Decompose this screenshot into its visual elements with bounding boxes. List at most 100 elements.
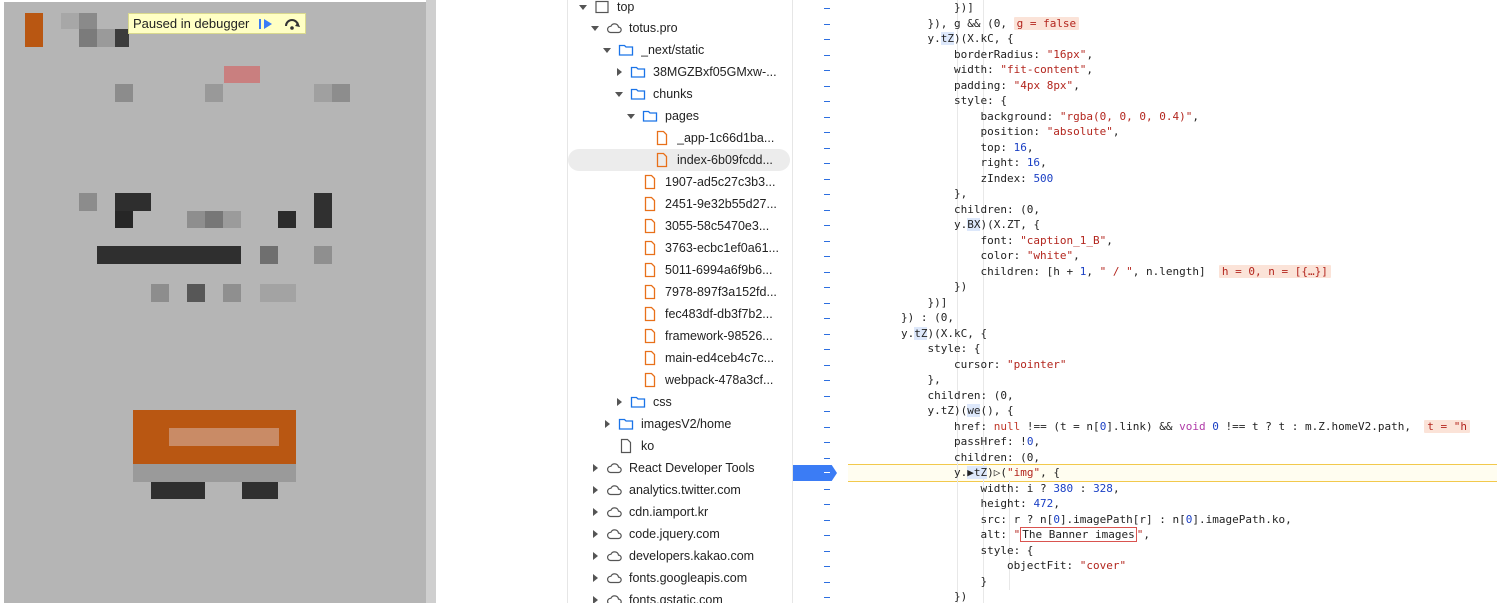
tree-item-fonts-gstatic-com[interactable]: fonts.gstatic.com — [568, 589, 792, 603]
chevron-down-icon[interactable] — [626, 111, 636, 121]
code-line[interactable]: objectFit: "cover" — [848, 558, 1497, 574]
code-line[interactable]: y.BX)(X.ZT, { — [848, 217, 1497, 233]
chevron-down-icon[interactable] — [590, 23, 600, 33]
tree-item-analytics-twitter-com[interactable]: analytics.twitter.com — [568, 479, 792, 501]
code-line[interactable]: }), g && (0, g = false — [848, 16, 1497, 32]
code-line[interactable]: height: 472, — [848, 496, 1497, 512]
line-marker[interactable] — [824, 582, 830, 583]
code-line[interactable]: passHref: !0, — [848, 434, 1497, 450]
code-line[interactable]: }) — [848, 279, 1497, 295]
code-line[interactable]: style: { — [848, 543, 1497, 559]
code-line[interactable]: y.tZ)(we(), { — [848, 403, 1497, 419]
breakpoint-marker[interactable] — [793, 465, 837, 481]
chevron-right-icon[interactable] — [614, 67, 624, 77]
line-marker[interactable] — [824, 442, 830, 443]
line-marker[interactable] — [824, 318, 830, 319]
line-marker[interactable] — [824, 55, 830, 56]
line-marker[interactable] — [824, 334, 830, 335]
line-marker[interactable] — [824, 132, 830, 133]
code-line[interactable]: color: "white", — [848, 248, 1497, 264]
code-line[interactable]: y.tZ)(X.kC, { — [848, 31, 1497, 47]
code-line[interactable]: top: 16, — [848, 140, 1497, 156]
line-marker[interactable] — [824, 597, 830, 598]
resume-icon[interactable] — [257, 16, 275, 32]
line-marker[interactable] — [824, 163, 830, 164]
tree-item-index-6b09fcdd[interactable]: index-6b09fcdd... — [568, 149, 790, 171]
tree-item-totus-pro[interactable]: totus.pro — [568, 17, 792, 39]
tree-item-ko[interactable]: ko — [568, 435, 792, 457]
tree-item-top[interactable]: top — [568, 0, 792, 18]
code-line[interactable]: zIndex: 500 — [848, 171, 1497, 187]
code-line[interactable]: y.tZ)(X.kC, { — [848, 326, 1497, 342]
line-marker[interactable] — [824, 396, 830, 397]
tree-item-7978-897f3a152fd[interactable]: 7978-897f3a152fd... — [568, 281, 792, 303]
tree-item-main-ed4ceb4c7c[interactable]: main-ed4ceb4c7c... — [568, 347, 792, 369]
line-marker[interactable] — [824, 194, 830, 195]
chevron-right-icon[interactable] — [590, 551, 600, 561]
line-marker[interactable] — [824, 303, 830, 304]
code-line[interactable]: href: null !== (t = n[0].link) && void 0… — [848, 419, 1497, 435]
tree-item-app-1c66d1ba[interactable]: _app-1c66d1ba... — [568, 127, 792, 149]
tree-item-css[interactable]: css — [568, 391, 792, 413]
chevron-down-icon[interactable] — [578, 2, 588, 12]
chevron-down-icon[interactable] — [602, 45, 612, 55]
code-line[interactable]: src: r ? n[0].imagePath[r] : n[0].imageP… — [848, 512, 1497, 528]
line-marker[interactable] — [824, 458, 830, 459]
code-line[interactable]: right: 16, — [848, 155, 1497, 171]
code-line[interactable]: alt: "The Banner images", — [848, 527, 1497, 543]
code-line[interactable]: })] — [848, 0, 1497, 16]
line-marker[interactable] — [824, 427, 830, 428]
code-line[interactable]: } — [848, 574, 1497, 590]
code-line[interactable]: cursor: "pointer" — [848, 357, 1497, 373]
line-marker[interactable] — [824, 566, 830, 567]
code-line[interactable]: }, — [848, 186, 1497, 202]
tree-item-5011-6994a6f9b6[interactable]: 5011-6994a6f9b6... — [568, 259, 792, 281]
tree-item-3055-58c5470e3[interactable]: 3055-58c5470e3... — [568, 215, 792, 237]
line-marker[interactable] — [824, 520, 830, 521]
code-line[interactable]: }, — [848, 372, 1497, 388]
chevron-right-icon[interactable] — [602, 419, 612, 429]
line-marker[interactable] — [824, 241, 830, 242]
code-line[interactable]: font: "caption_1_B", — [848, 233, 1497, 249]
code-line[interactable]: position: "absolute", — [848, 124, 1497, 140]
chevron-right-icon[interactable] — [590, 529, 600, 539]
code-line[interactable]: y.▶tZ)▷("img", { — [848, 465, 1497, 481]
tree-item-webpack-478a3cf[interactable]: webpack-478a3cf... — [568, 369, 792, 391]
code-editor[interactable]: })] }), g && (0, g = false y.tZ)(X.kC, {… — [848, 0, 1497, 603]
line-marker[interactable] — [824, 504, 830, 505]
line-marker[interactable] — [824, 272, 830, 273]
code-line[interactable]: children: (0, — [848, 388, 1497, 404]
line-marker[interactable] — [824, 256, 830, 257]
tree-item-developers-kakao-com[interactable]: developers.kakao.com — [568, 545, 792, 567]
code-line[interactable]: }) : (0, — [848, 310, 1497, 326]
code-line[interactable]: children: [h + 1, " / ", n.length] h = 0… — [848, 264, 1497, 280]
code-line[interactable]: })] — [848, 295, 1497, 311]
tree-item-3763-ecbc1ef0a61[interactable]: 3763-ecbc1ef0a61... — [568, 237, 792, 259]
tree-item-code-jquery-com[interactable]: code.jquery.com — [568, 523, 792, 545]
chevron-right-icon[interactable] — [590, 573, 600, 583]
code-line[interactable]: borderRadius: "16px", — [848, 47, 1497, 63]
line-marker[interactable] — [824, 287, 830, 288]
line-marker[interactable] — [824, 179, 830, 180]
line-marker[interactable] — [824, 101, 830, 102]
tree-item-fec483df-db3f7b2[interactable]: fec483df-db3f7b2... — [568, 303, 792, 325]
code-line[interactable]: style: { — [848, 341, 1497, 357]
line-marker[interactable] — [824, 380, 830, 381]
tree-item-chunks[interactable]: chunks — [568, 83, 792, 105]
tree-item-fonts-googleapis-com[interactable]: fonts.googleapis.com — [568, 567, 792, 589]
tree-item-cdn-iamport-kr[interactable]: cdn.iamport.kr — [568, 501, 792, 523]
tree-item-pages[interactable]: pages — [568, 105, 792, 127]
line-gutter[interactable] — [793, 0, 848, 603]
line-marker[interactable] — [824, 551, 830, 552]
tree-item-1907-ad5c27c3b3[interactable]: 1907-ad5c27c3b3... — [568, 171, 792, 193]
line-marker[interactable] — [824, 489, 830, 490]
code-line[interactable]: children: (0, — [848, 202, 1497, 218]
line-marker[interactable] — [824, 349, 830, 350]
step-over-icon[interactable] — [283, 16, 301, 32]
chevron-right-icon[interactable] — [614, 397, 624, 407]
chevron-right-icon[interactable] — [590, 507, 600, 517]
tree-item-react-developer-tools[interactable]: React Developer Tools — [568, 457, 792, 479]
chevron-right-icon[interactable] — [590, 595, 600, 603]
tree-item-next-static[interactable]: _next/static — [568, 39, 792, 61]
tree-item-2451-9e32b55d27[interactable]: 2451-9e32b55d27... — [568, 193, 792, 215]
